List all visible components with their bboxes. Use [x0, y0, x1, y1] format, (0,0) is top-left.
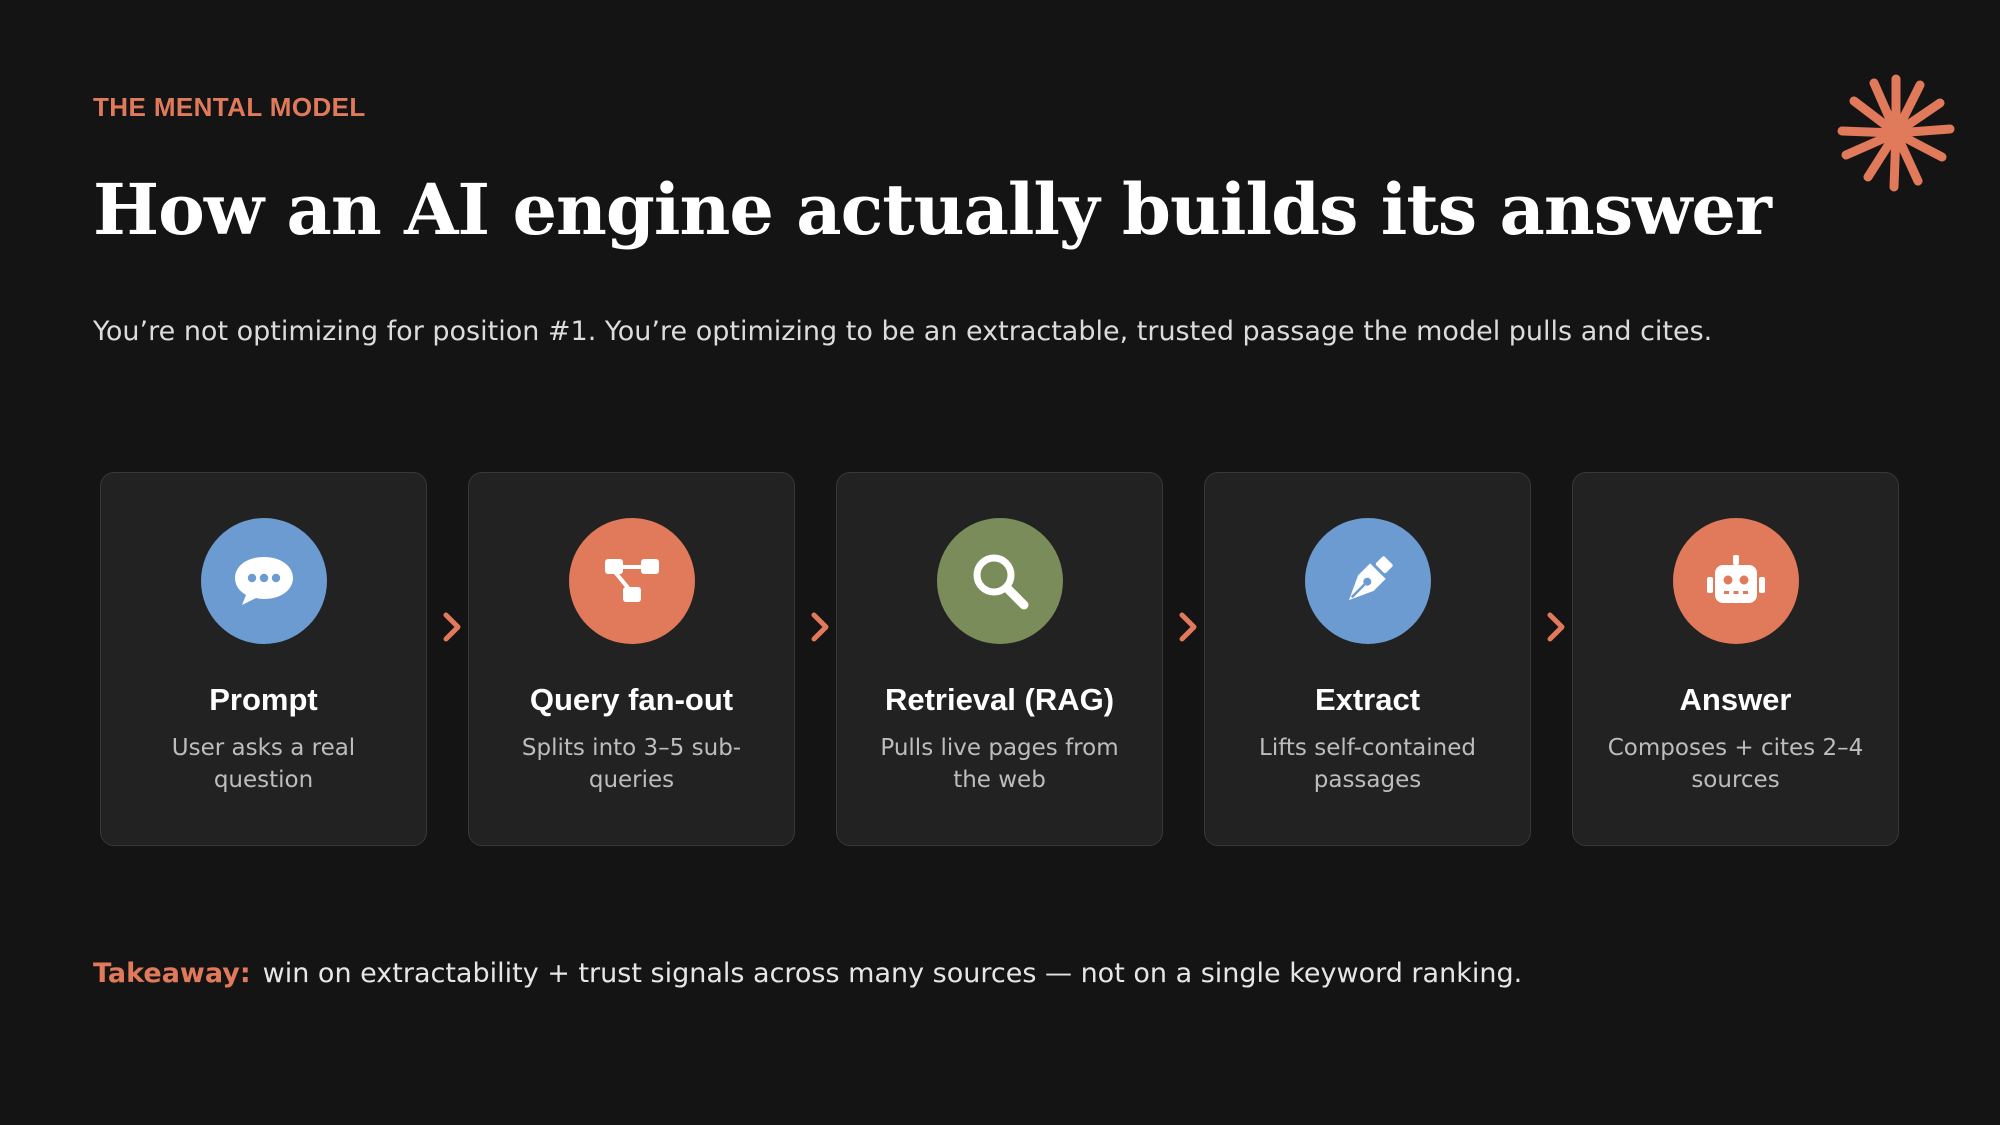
subtitle: You’re not optimizing for position #1. Y…	[93, 316, 1713, 347]
step-title: Prompt	[209, 682, 318, 717]
magnifier-icon	[936, 518, 1063, 644]
chat-bubble-icon	[200, 518, 327, 644]
step-title: Extract	[1314, 682, 1421, 717]
step-card-prompt: Prompt User asks a real question	[100, 472, 427, 846]
takeaway: Takeaway: win on extractability + trust s…	[93, 958, 1522, 989]
eyebrow-label: THE MENTAL MODEL	[93, 92, 366, 122]
step-description: Composes + cites 2–4 sources	[1607, 735, 1864, 793]
robot-icon	[1672, 518, 1799, 644]
step-description: Lifts self-contained passages	[1259, 735, 1476, 793]
takeaway-text: win on extractability + trust signals ac…	[262, 958, 1523, 989]
step-card-retrieval: Retrieval (RAG) Pulls live pages from th…	[836, 472, 1163, 846]
chevron-right-icon	[811, 612, 829, 642]
chevron-right-icon	[443, 612, 461, 642]
pen-nib-icon	[1304, 518, 1431, 644]
chevron-right-icon	[1547, 612, 1565, 642]
step-description: Splits into 3–5 sub-queries	[521, 735, 742, 793]
step-description: User asks a real question	[171, 735, 356, 793]
step-card-extract: Extract Lifts self-contained passages	[1204, 472, 1531, 846]
step-title: Query fan-out	[529, 682, 734, 717]
step-card-query-fan-out: Query fan-out Splits into 3–5 sub-querie…	[468, 472, 795, 846]
chevron-right-icon	[1179, 612, 1197, 642]
step-description: Pulls live pages from the web	[880, 735, 1119, 793]
sunburst-logo-icon	[1837, 74, 1955, 192]
page-title: How an AI engine actually builds its ans…	[93, 168, 1772, 251]
pipeline-steps: Prompt User asks a real question Query f…	[100, 472, 1900, 848]
step-title: Answer	[1679, 682, 1792, 717]
step-title: Retrieval (RAG)	[884, 682, 1115, 717]
takeaway-label: Takeaway:	[93, 958, 251, 989]
step-card-answer: Answer Composes + cites 2–4 sources	[1572, 472, 1899, 846]
fan-out-icon	[568, 518, 695, 644]
